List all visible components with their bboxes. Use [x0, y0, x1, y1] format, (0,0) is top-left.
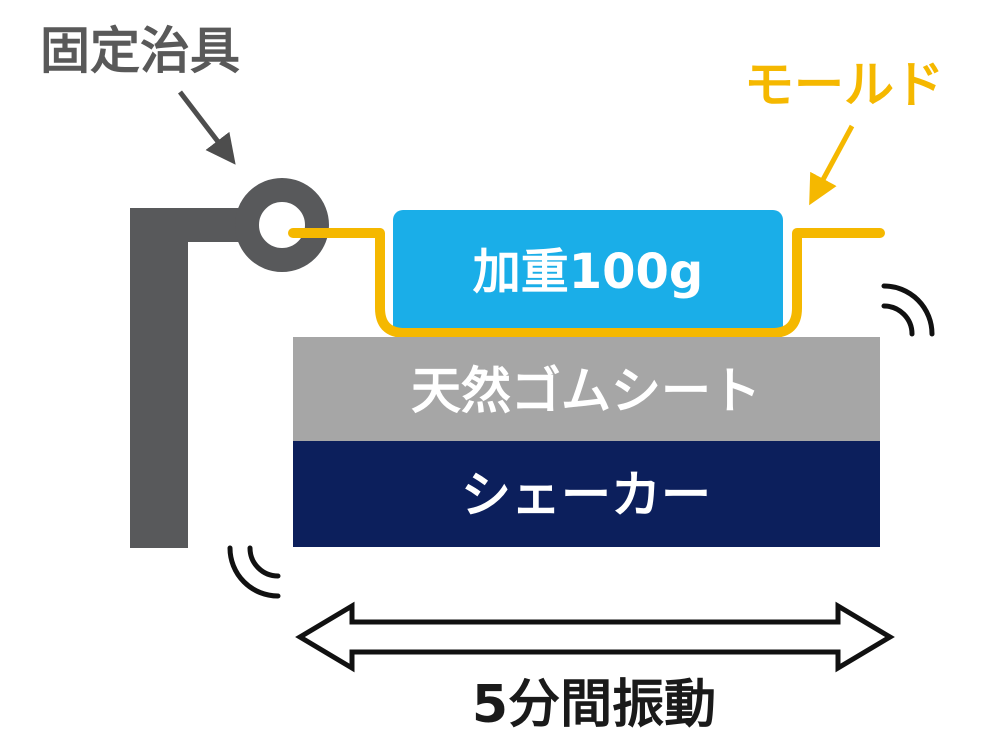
mold-tray — [288, 228, 885, 338]
fixture-label: 固定治具 — [40, 22, 240, 80]
vibration-label: 5分間振動 — [472, 675, 716, 735]
fixture-clamp-ring — [235, 178, 329, 272]
fixture-arm — [130, 208, 250, 242]
shaker-block — [293, 441, 880, 547]
shaker-label: シェーカー — [461, 466, 711, 524]
rubber-sheet-label: 天然ゴムシート — [411, 362, 761, 420]
fixture-post — [130, 208, 188, 548]
vibration-direction-arrow — [295, 601, 895, 673]
mold-label: モールド — [744, 56, 944, 114]
rubber-sheet — [293, 337, 880, 441]
mold-arrow — [809, 124, 855, 206]
weight-block — [393, 210, 783, 336]
vibration-waves-left — [227, 545, 281, 599]
weight-label: 加重100g — [473, 244, 704, 300]
fixture-arrow — [178, 90, 236, 165]
vibration-waves-right — [881, 283, 935, 337]
